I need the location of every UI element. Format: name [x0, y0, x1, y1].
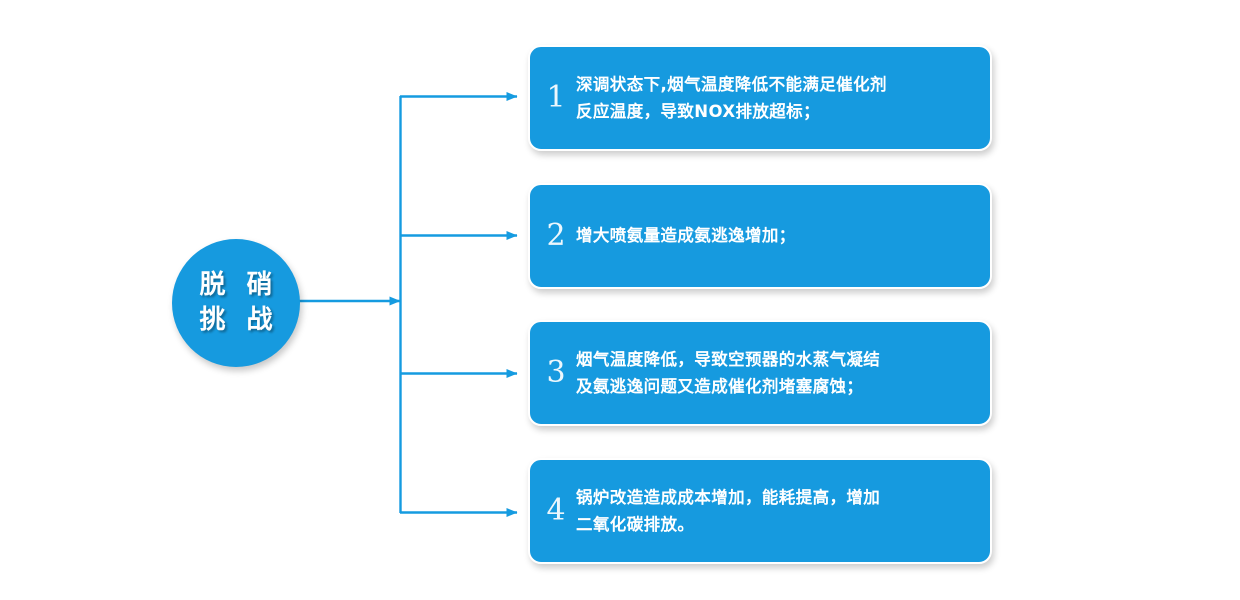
item-box-4[interactable]: 4 锅炉改造造成成本增加，能耗提高，增加 二氧化碳排放。: [528, 458, 992, 564]
item-text-3: 烟气温度降低，导致空预器的水蒸气凝结 及氨逃逸问题又造成催化剂堵塞腐蚀；: [576, 346, 990, 400]
item-box-3[interactable]: 3 烟气温度降低，导致空预器的水蒸气凝结 及氨逃逸问题又造成催化剂堵塞腐蚀；: [528, 320, 992, 426]
item-text-1-line-2: 反应温度，导致NOX排放超标；: [576, 102, 820, 121]
item-box-2[interactable]: 2 增大喷氨量造成氨逃逸增加；: [528, 183, 992, 289]
item-number-3: 3: [546, 355, 566, 390]
item-number-2: 2: [546, 218, 566, 253]
hub-label-line-1: 脱 硝: [199, 270, 279, 301]
item-text-1: 深调状态下,烟气温度降低不能满足催化剂 反应温度，导致NOX排放超标；: [576, 71, 990, 125]
item-number-1: 1: [546, 80, 566, 115]
hub-node[interactable]: 脱 硝 挑 战: [172, 239, 300, 367]
item-text-3-line-1: 烟气温度降低，导致空预器的水蒸气凝结: [576, 349, 881, 369]
item-text-2-line-1: 增大喷氨量造成氨逃逸增加；: [576, 225, 796, 245]
hub-label-line-2: 挑 战: [199, 305, 279, 335]
item-number-4: 4: [546, 493, 566, 528]
item-text-1-line-1: 深调状态下,烟气温度降低不能满足催化剂: [576, 74, 887, 94]
item-text-2: 增大喷氨量造成氨逃逸增加；: [576, 223, 990, 249]
item-box-1[interactable]: 1 深调状态下,烟气温度降低不能满足催化剂 反应温度，导致NOX排放超标；: [528, 45, 992, 151]
item-text-4-line-1: 锅炉改造造成成本增加，能耗提高，增加: [576, 487, 881, 507]
item-text-4-line-2: 二氧化碳排放。: [576, 515, 695, 534]
item-text-3-line-2: 及氨逃逸问题又造成催化剂堵塞腐蚀；: [576, 377, 864, 396]
item-text-4: 锅炉改造造成成本增加，能耗提高，增加 二氧化碳排放。: [576, 484, 990, 538]
